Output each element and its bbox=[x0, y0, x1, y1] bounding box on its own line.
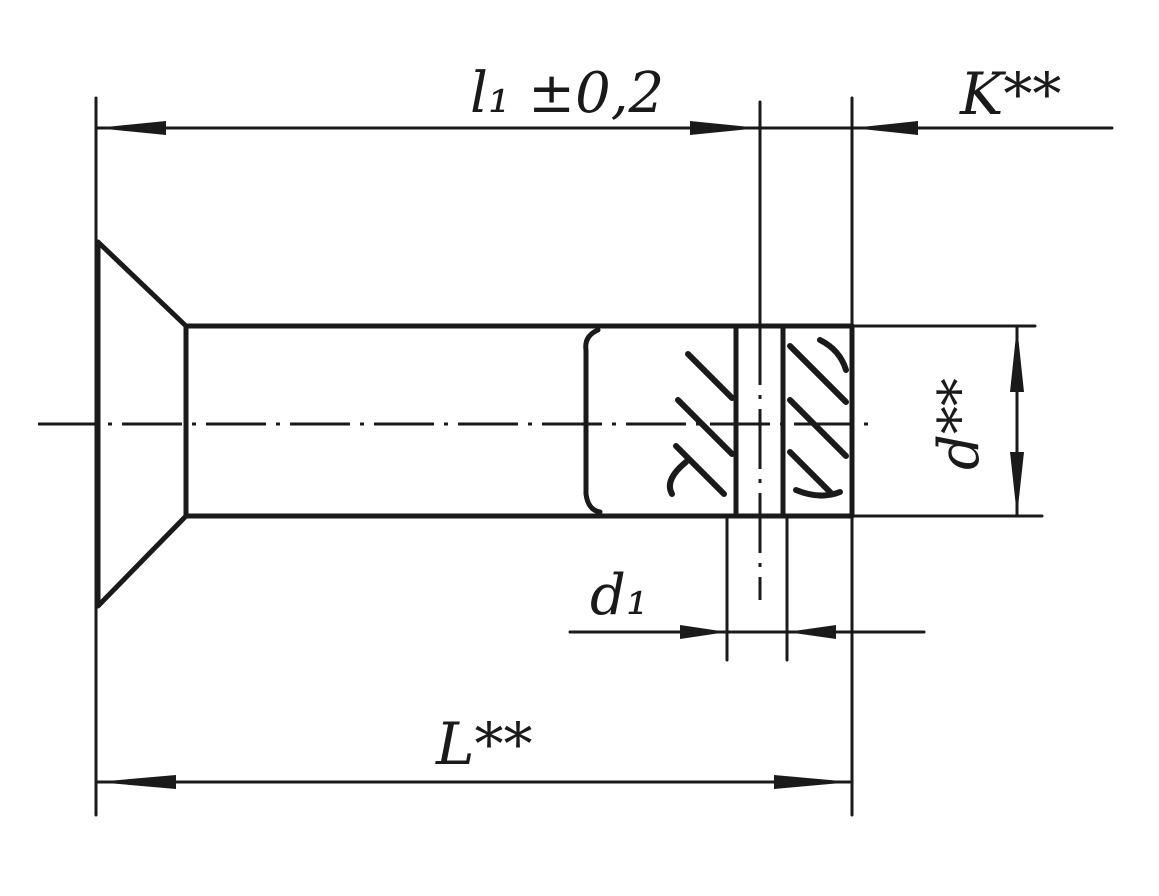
L-dimension-label: L** bbox=[435, 710, 533, 778]
d1-dimension-label: d₁ bbox=[590, 563, 648, 628]
l1-right-arrow bbox=[690, 121, 760, 135]
d1-right-arrow bbox=[787, 625, 836, 639]
d1-left-arrow bbox=[680, 625, 727, 639]
l1-dimension-label: l₁ ±0,2 bbox=[470, 61, 664, 126]
d-bottom-arrow bbox=[1010, 452, 1024, 516]
l1-left-arrow bbox=[96, 121, 166, 135]
section-left-boundary bbox=[583, 327, 603, 515]
k-dimension-label: K** bbox=[959, 60, 1061, 128]
section-hatching bbox=[666, 337, 849, 499]
L-right-arrow bbox=[774, 775, 852, 789]
k-arrow bbox=[852, 121, 918, 135]
d-dimension-label: d** bbox=[927, 378, 992, 470]
L-left-arrow bbox=[96, 775, 176, 789]
d-top-arrow bbox=[1010, 326, 1024, 392]
